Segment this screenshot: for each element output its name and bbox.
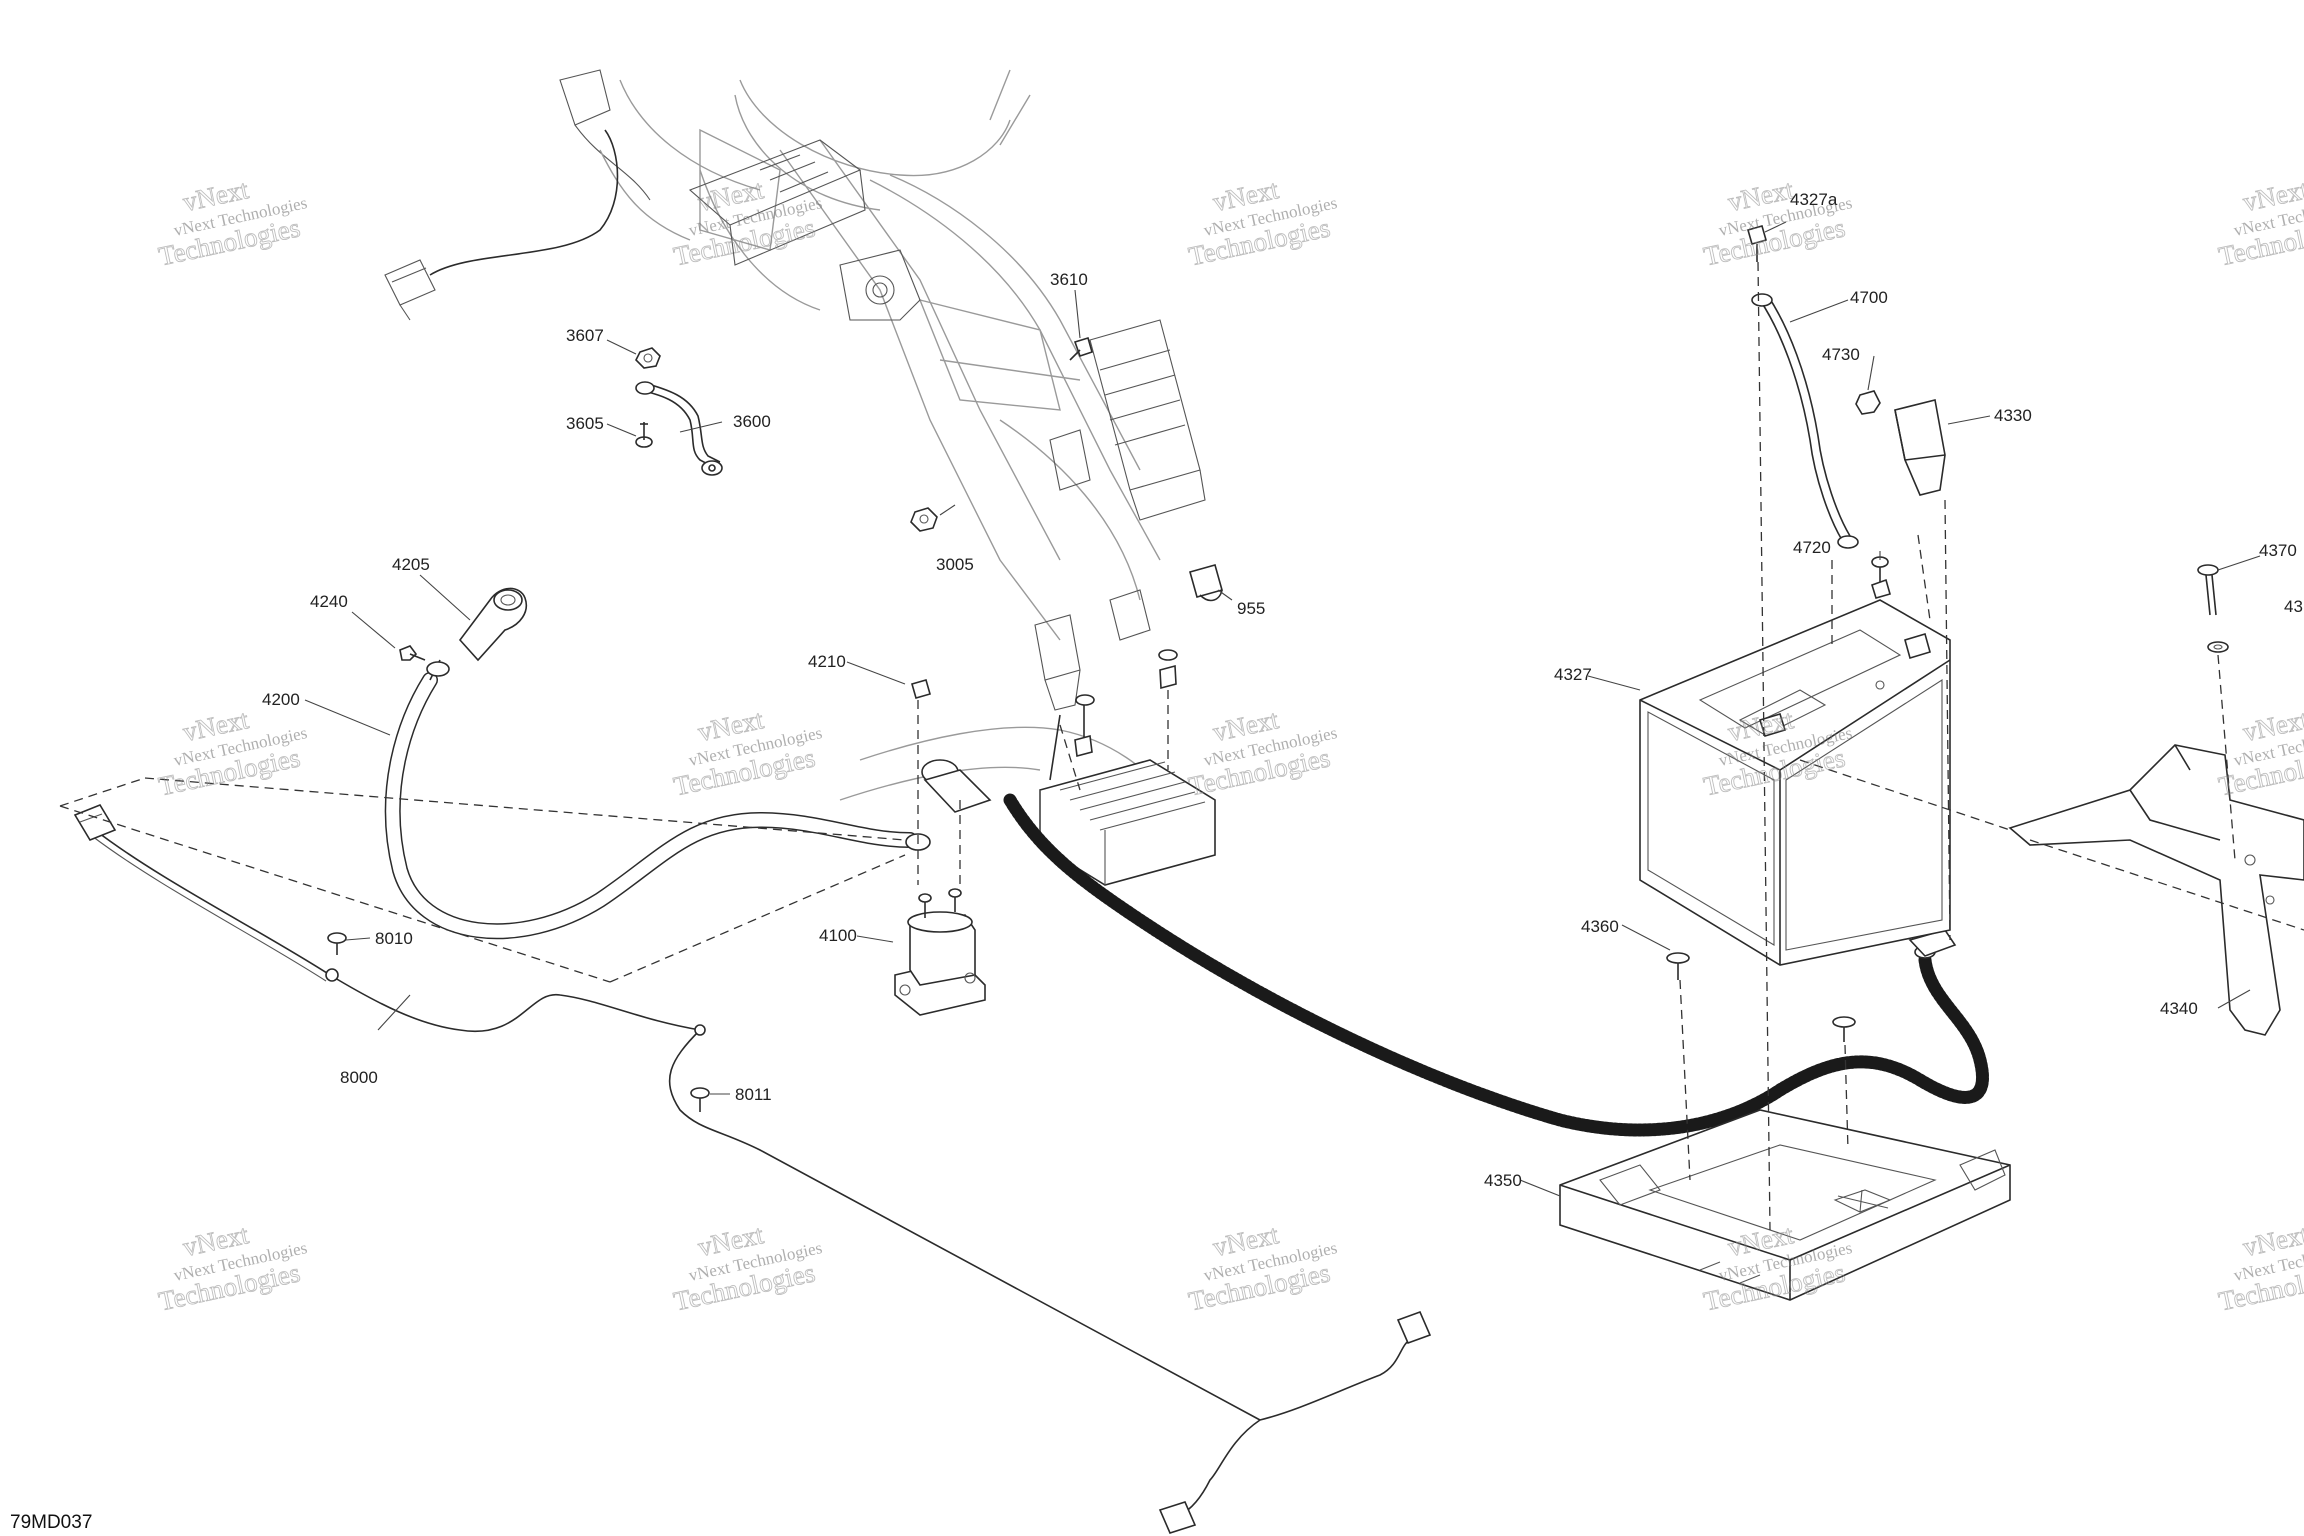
battery-strap-4700	[1751, 293, 1859, 549]
label-4720: 4720	[1793, 538, 1831, 557]
nut-3607	[635, 347, 661, 369]
label-4327: 4327	[1554, 665, 1592, 684]
battery-tray-4350	[1559, 1109, 2011, 1301]
label-4100: 4100	[819, 926, 857, 945]
label-4327a: 4327a	[1790, 190, 1838, 209]
clip-8010	[327, 932, 347, 955]
clip-955	[1189, 564, 1223, 602]
label-43: 43	[2284, 597, 2303, 616]
ground-strap-3600	[635, 381, 723, 476]
label-4370: 4370	[2259, 541, 2297, 560]
label-3607: 3607	[566, 326, 604, 345]
label-4700: 4700	[1850, 288, 1888, 307]
clip-8011	[690, 1087, 710, 1112]
terminal-cover-4330	[1894, 399, 1946, 496]
assembly-dashed-lines	[59, 261, 2304, 1231]
washer-4370	[2207, 641, 2229, 653]
label-4340: 4340	[2160, 999, 2198, 1018]
battery-4327	[1639, 599, 1951, 966]
label-4360: 4360	[1581, 917, 1619, 936]
bolt-4370	[2197, 564, 2219, 616]
label-4330: 4330	[1994, 406, 2032, 425]
bracket-4340	[2008, 744, 2304, 1036]
nut-4210	[911, 679, 931, 699]
solenoid-4100	[894, 888, 986, 1016]
bolt-4327a	[1747, 225, 1767, 262]
label-8010: 8010	[375, 929, 413, 948]
nut-4730	[1855, 390, 1881, 415]
label-4240: 4240	[310, 592, 348, 611]
cable-4200	[384, 659, 931, 940]
bolt-4240	[399, 645, 426, 661]
frame-harness-assembly	[384, 69, 1206, 801]
voltage-regulator	[1039, 649, 1216, 886]
label-8011: 8011	[735, 1085, 772, 1104]
label-955: 955	[1237, 599, 1265, 618]
bolt-3605	[635, 422, 653, 448]
push-rivet-4360	[1666, 952, 1690, 980]
label-4205: 4205	[392, 555, 430, 574]
label-3600: 3600	[733, 412, 771, 431]
label-3605: 3605	[566, 414, 604, 433]
terminal-cap-4205	[458, 587, 527, 662]
solenoid-cable-terminal	[921, 759, 992, 813]
conduit-cable	[1003, 793, 1989, 1137]
label-3610: 3610	[1050, 270, 1088, 289]
nut-3005	[910, 507, 938, 532]
diagram-id: 79MD037	[10, 1512, 92, 1533]
bolt-3610	[1069, 336, 1093, 361]
push-rivet-tray	[1832, 1016, 1856, 1042]
label-4350: 4350	[1484, 1171, 1522, 1190]
harness-8000	[73, 804, 1432, 1534]
leader-lines	[304, 221, 2261, 1197]
label-4200: 4200	[262, 690, 300, 709]
part-labels: 3607 3605 3600 3610 3005 955 4205 4240 4…	[262, 190, 2303, 1190]
label-8000: 8000	[340, 1068, 378, 1087]
bolt-4720	[1871, 556, 1891, 599]
label-4210: 4210	[808, 652, 846, 671]
label-4730: 4730	[1822, 345, 1860, 364]
label-3005: 3005	[936, 555, 974, 574]
